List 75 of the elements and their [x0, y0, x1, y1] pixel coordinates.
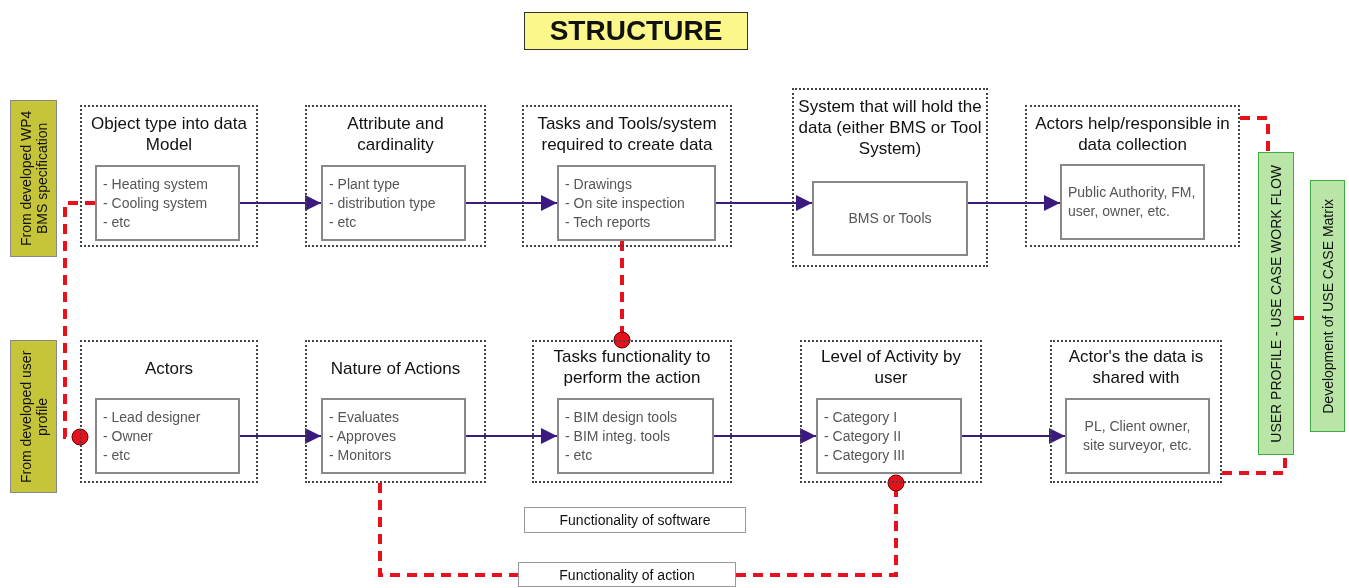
- list-box: [321, 165, 466, 241]
- list-box: [95, 165, 240, 241]
- list-box: [816, 398, 962, 474]
- list-text: BMS or Tools: [847, 209, 933, 228]
- list-box: [321, 398, 466, 474]
- note-box: Functionality of action: [518, 562, 736, 587]
- dashed-connector: [63, 201, 95, 446]
- source-label-box: From developed WP4 BMS specification: [10, 100, 57, 257]
- list-box: [557, 398, 714, 474]
- stage-heading: Actor's the data is shared with: [1067, 346, 1205, 388]
- list-text: Public Authority, FM, user, owner, etc.: [1068, 183, 1197, 221]
- list-item: - Cooling system: [103, 193, 209, 213]
- stage-heading: Object type into data Model: [90, 113, 248, 155]
- list-box: [95, 398, 240, 474]
- list-item: - etc: [103, 445, 132, 465]
- list-item: - BIM design tools: [565, 407, 679, 427]
- list-item: - Tech reports: [565, 212, 652, 232]
- list-item: - Plant type: [329, 174, 401, 194]
- list-item: - Approves: [329, 426, 397, 446]
- list-item: - distribution type: [329, 193, 437, 213]
- arrow: [465, 428, 558, 444]
- stage-heading: Nature of Actions: [329, 358, 462, 379]
- list-item: - etc: [103, 212, 132, 232]
- list-item: - Category III: [824, 445, 906, 465]
- list-box: [812, 181, 968, 256]
- stage-box: [532, 340, 732, 483]
- stage-heading: Actors: [143, 358, 195, 379]
- arrow: [713, 428, 817, 444]
- dashed-connector: [1222, 455, 1287, 475]
- stage-heading: Tasks functionality to perform the action: [552, 346, 712, 388]
- list-item: - Owner: [103, 426, 154, 446]
- stage-box: [305, 105, 486, 247]
- list-box: [1060, 164, 1205, 240]
- stage-box: [1025, 105, 1240, 247]
- stage-box: [1050, 340, 1222, 483]
- list-item: - Category I: [824, 407, 899, 427]
- list-item: - Category II: [824, 426, 903, 446]
- list-item: - Evaluates: [329, 407, 401, 427]
- stage-box: [305, 340, 486, 483]
- source-label-box: From developed user profile: [10, 340, 57, 493]
- list-item: - Lead designer: [103, 407, 202, 427]
- diagram-title: STRUCTURE: [524, 12, 748, 50]
- list-item: - Monitors: [329, 445, 393, 465]
- list-item: - etc: [565, 445, 594, 465]
- arrow: [239, 428, 322, 444]
- stage-box: [80, 105, 258, 247]
- stage-heading: Actors help/responsible in data collection: [1034, 113, 1231, 155]
- vertical-label-box: USER PROFILE - USE CASE WORK FLOW: [1258, 152, 1294, 455]
- arrow: [715, 195, 813, 211]
- stage-box: [522, 105, 732, 247]
- stage-box: [800, 340, 982, 483]
- stage-heading: Tasks and Tools/system required to create data: [536, 113, 718, 155]
- list-text: PL, Client owner, site surveyor, etc.: [1082, 417, 1193, 455]
- arrow: [967, 195, 1061, 211]
- note-box: Functionality of software: [524, 507, 746, 533]
- stage-heading: Attribute and cardinality: [346, 113, 445, 155]
- dashed-connector: [1240, 116, 1270, 152]
- list-box: [557, 165, 716, 241]
- list-box: [1065, 398, 1210, 474]
- dashed-connector: [613, 241, 631, 349]
- stage-heading: System that will hold the data (either BMS or Tool System): [798, 96, 982, 159]
- arrow: [961, 428, 1066, 444]
- vertical-label-box: Development of USE CASE Matrix: [1310, 180, 1345, 432]
- arrow: [465, 195, 558, 211]
- list-item: - Heating system: [103, 174, 210, 194]
- dashed-connector: [736, 474, 905, 577]
- list-item: - BIM integ. tools: [565, 426, 672, 446]
- dashed-connector: [378, 483, 518, 577]
- list-item: - Drawings: [565, 174, 633, 194]
- stage-box: [80, 340, 258, 483]
- arrow: [239, 195, 322, 211]
- list-item: - On site inspection: [565, 193, 686, 213]
- stage-heading: Level of Activity by user: [820, 346, 962, 388]
- list-item: - etc: [329, 212, 358, 232]
- stage-box: [792, 88, 988, 267]
